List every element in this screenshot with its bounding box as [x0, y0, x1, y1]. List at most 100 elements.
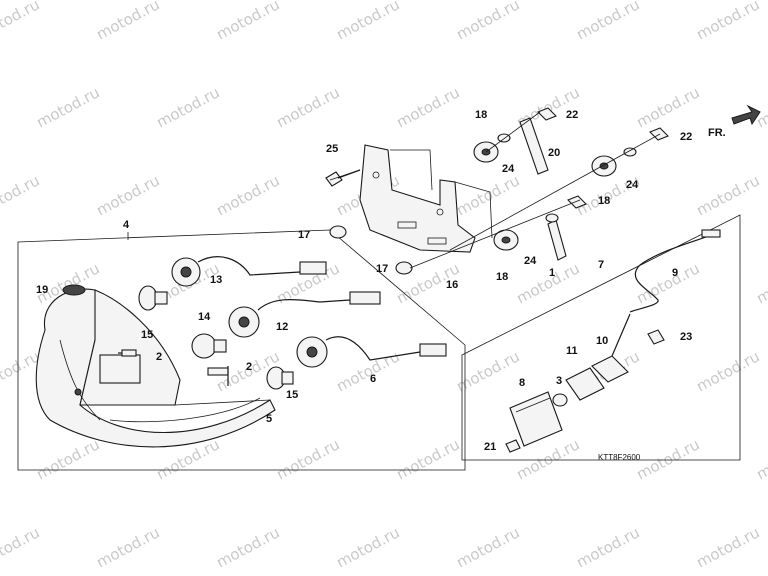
watermark-text: motod.ru	[213, 523, 282, 571]
bulb-part-15-lower	[266, 366, 294, 390]
front-direction-label: FR.	[708, 127, 726, 139]
callout-10: 10	[596, 335, 608, 347]
watermark-text: motod.ru	[453, 0, 522, 44]
bulb-part-3	[552, 393, 568, 407]
callout-1: 1	[549, 267, 555, 279]
screw-part-2-upper	[118, 349, 137, 357]
watermark-text: motod.ru	[93, 171, 162, 219]
callout-9: 9	[672, 267, 678, 279]
front-direction-arrow: FR.	[708, 104, 761, 139]
watermark-text: motod.ru	[633, 83, 702, 131]
diagram-code: KTT8F2600	[598, 453, 641, 462]
callout-16: 16	[446, 279, 458, 291]
callout-25: 25	[326, 143, 338, 155]
watermark-text: motod.ru	[93, 523, 162, 571]
callout-14: 14	[198, 311, 211, 323]
callout-12: 12	[276, 321, 288, 333]
callout-24-c: 24	[524, 255, 537, 267]
watermark-text: motod.ru	[453, 171, 522, 219]
watermark-text: motod.ru	[33, 435, 102, 483]
callout-2-upper: 2	[156, 351, 162, 363]
callout-8: 8	[519, 377, 525, 389]
leader-top	[485, 111, 541, 153]
watermark-text: motod.ru	[393, 83, 462, 131]
watermark-text: motod.ru	[33, 83, 102, 131]
watermark-text: motod.ru	[153, 83, 222, 131]
grommet-part-19	[62, 284, 86, 296]
watermark-text: motod.ru	[333, 0, 402, 44]
callout-15-upper: 15	[141, 329, 153, 341]
rubber-mount-18-mid	[591, 155, 617, 177]
watermark-text: motod.ru	[393, 435, 462, 483]
nut-part-17-upper	[329, 225, 347, 239]
callout-23: 23	[680, 331, 692, 343]
callout-20: 20	[548, 147, 560, 159]
callout-2-lower: 2	[246, 361, 252, 373]
callout-22-right: 22	[680, 131, 692, 143]
callout-19: 19	[36, 284, 48, 296]
screw-part-21	[505, 439, 521, 453]
callout-18-mid: 18	[598, 195, 610, 207]
bolt-part-25	[325, 169, 361, 187]
screw-part-2-lower	[207, 366, 229, 386]
callout-17-lower: 17	[376, 263, 388, 275]
rubber-mount-18-low	[493, 229, 519, 251]
watermark-text: motod.ru	[213, 171, 282, 219]
nut-part-22-top	[537, 107, 557, 121]
watermark-text: motod.ru	[213, 0, 282, 44]
nut-part-17-lower	[395, 261, 413, 275]
watermark-text: motod.ru	[753, 435, 768, 483]
watermark-text: motod.ru	[273, 435, 342, 483]
license-lens-part-8	[509, 391, 563, 447]
callout-7: 7	[598, 259, 604, 271]
callout-15-lower: 15	[286, 389, 298, 401]
bulb-part-15-upper	[138, 285, 168, 311]
watermark-text: motod.ru	[273, 83, 342, 131]
bracket-part-16	[359, 144, 493, 253]
watermark-text: motod.ru	[753, 83, 768, 131]
socket-part-10	[591, 313, 631, 383]
callout-18-low: 18	[496, 271, 508, 283]
leader-bolt	[329, 169, 361, 181]
callout-17-upper: 17	[298, 229, 310, 241]
watermark-text: motod.ru	[693, 523, 762, 571]
watermark-text: motod.ru	[333, 523, 402, 571]
watermark-text: motod.ru	[573, 0, 642, 44]
watermark-text: motod.ru	[453, 347, 522, 395]
callout-22-top: 22	[566, 109, 578, 121]
headlight-housing	[35, 288, 276, 448]
watermark-text: motod.ru	[633, 435, 702, 483]
watermark-text: motod.ru	[693, 0, 762, 44]
socket-harness-12	[228, 291, 381, 338]
collar-part-20	[519, 117, 549, 175]
callout-6: 6	[370, 373, 376, 385]
watermark-text: motod.ru	[333, 347, 402, 395]
license-light-assembly-box	[461, 214, 741, 461]
nut-part-22-right	[649, 127, 669, 141]
callouts: 4 19 15 2 2 14 13 12 6 15 5 25 17 17 16 …	[36, 109, 692, 453]
callout-3: 3	[556, 375, 562, 387]
watermark-text: motod.ru	[693, 347, 762, 395]
callout-11: 11	[566, 345, 578, 357]
gasket-part-11	[565, 367, 605, 401]
watermark-text: motod.ru	[0, 523, 43, 571]
watermark-text: motod.ru	[633, 259, 702, 307]
socket-harness-6	[296, 336, 447, 368]
washer-part-24-c	[545, 213, 559, 223]
wire-harness-9	[629, 229, 721, 313]
headlight-assembly-box	[17, 229, 466, 471]
callout-4: 4	[123, 219, 130, 231]
callout-21: 21	[484, 441, 496, 453]
watermark-text: motod.ru	[573, 523, 642, 571]
washer-part-24-b	[623, 147, 637, 157]
callout-24-a: 24	[502, 163, 515, 175]
leader-mid	[449, 133, 661, 251]
watermark-text: motod.ru	[753, 259, 768, 307]
nut-part-22-low	[567, 195, 587, 209]
callout-13: 13	[210, 274, 222, 286]
callout-5: 5	[266, 413, 272, 425]
watermark-text: motod.ru	[693, 171, 762, 219]
callout-18-top: 18	[475, 109, 487, 121]
